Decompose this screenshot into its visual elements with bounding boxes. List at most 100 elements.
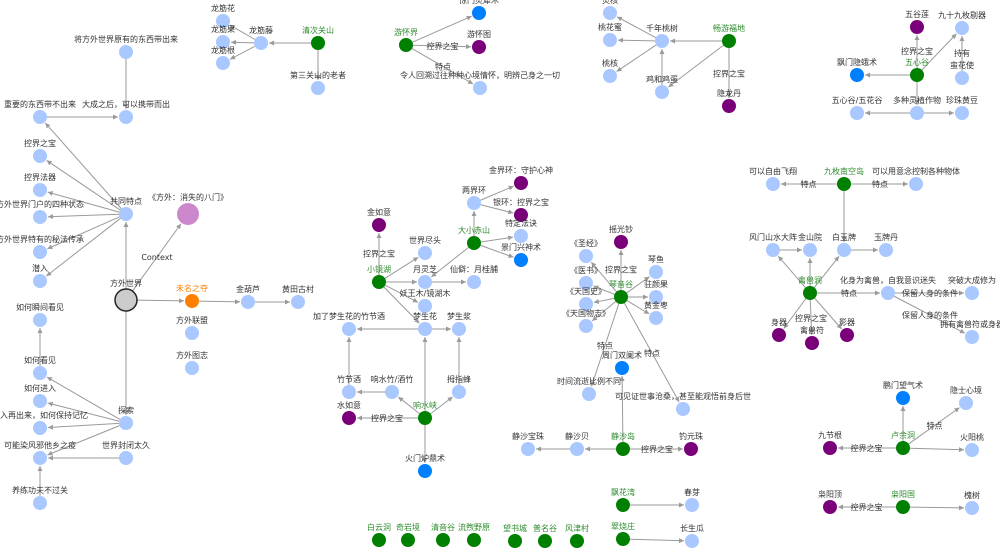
graph-node-qingyin[interactable]: 清音谷 <box>431 522 455 547</box>
graph-node-disease[interactable]: 可能染风邪他乡之疫 <box>4 440 76 465</box>
graph-node-yinhuan[interactable]: 银环：控界之宝 <box>493 197 549 222</box>
node-circle-treasure[interactable] <box>722 99 736 113</box>
graph-node-elder[interactable]: 第三关山的老者 <box>290 70 346 95</box>
graph-node-sneak[interactable]: 潜入 <box>32 263 48 288</box>
node-circle-concept[interactable] <box>603 33 617 47</box>
node-circle-entity[interactable] <box>616 442 630 456</box>
node-circle-concept[interactable] <box>850 106 864 120</box>
node-circle-concept[interactable] <box>766 243 780 257</box>
node-circle-concept[interactable] <box>418 275 432 289</box>
node-circle-treasure[interactable] <box>772 328 786 342</box>
node-circle-concept[interactable] <box>185 361 199 375</box>
graph-node-xiaojing[interactable]: 小镜湖 <box>367 264 391 289</box>
graph-node-tianguowu[interactable]: 《天国物志》 <box>562 308 610 333</box>
node-circle-entity[interactable] <box>614 290 628 304</box>
node-circle-skill[interactable] <box>615 361 629 375</box>
node-circle-concept[interactable] <box>385 385 399 399</box>
node-circle-concept[interactable] <box>582 387 596 401</box>
graph-node-baiyun[interactable]: 白云洞 <box>367 522 391 547</box>
node-circle-concept[interactable] <box>216 35 230 49</box>
graph-node-shijie[interactable]: 世界尽头 <box>409 235 441 260</box>
node-circle-entity[interactable] <box>896 500 910 514</box>
node-circle-concept[interactable] <box>33 183 47 197</box>
node-circle-concept[interactable] <box>467 196 481 210</box>
graph-node-kejian[interactable]: 可见证世事沧桑，甚至能观悟前身后世 <box>615 391 751 416</box>
graph-node-taohe[interactable]: 桃核 <box>602 58 618 83</box>
graph-node-mind[interactable]: 可以用意念控制各种物体 <box>872 166 960 191</box>
graph-node-bring-orig[interactable]: 将方外世界原有的东西带出来 <box>74 34 178 59</box>
graph-node-jinhulu[interactable]: 金葫芦 <box>236 284 260 309</box>
graph-node-taohua[interactable]: 桃花蜜 <box>598 22 622 47</box>
graph-node-jingmen-qi[interactable]: 鹏门望气术 <box>883 380 923 405</box>
graph-node-liangjie[interactable]: 两界环 <box>462 186 486 210</box>
node-circle-entity[interactable] <box>803 286 817 300</box>
node-circle-concept[interactable] <box>291 295 305 309</box>
node-circle-concept[interactable] <box>119 45 133 59</box>
node-circle-concept[interactable] <box>570 442 584 456</box>
graph-node-explore[interactable]: 探索 <box>118 405 134 430</box>
graph-node-yh-feat[interactable]: 令人回溯过往种种心境情怀，明辨己身之一切 <box>400 70 560 95</box>
node-circle-concept[interactable] <box>33 394 47 408</box>
node-circle-treasure[interactable] <box>514 208 528 222</box>
graph-node-yinlong[interactable]: 隐龙丹 <box>717 88 741 113</box>
node-circle-skill[interactable] <box>418 464 432 478</box>
graph-node-fengjin[interactable]: 风津村 <box>565 523 589 548</box>
graph-node-qinyu[interactable]: 琴鱼 <box>648 254 664 279</box>
graph-node-wangshu[interactable]: 望书城 <box>503 523 527 548</box>
node-circle-treasure[interactable] <box>823 441 837 455</box>
node-circle-concept[interactable] <box>910 106 924 120</box>
node-circle-concept[interactable] <box>33 110 47 124</box>
node-circle-concept[interactable] <box>881 286 895 300</box>
node-circle-concept[interactable] <box>119 416 133 430</box>
graph-node-xsz[interactable]: 响水竹/酒竹 <box>371 374 414 399</box>
graph-node-yongyou[interactable]: 拥有禽兽符或身器 <box>940 319 1000 344</box>
graph-node-qsfu[interactable]: 禽兽符 <box>800 325 824 350</box>
node-circle-entity[interactable] <box>401 533 415 547</box>
node-circle-concept[interactable] <box>655 34 669 48</box>
node-circle-entity[interactable] <box>896 441 910 455</box>
graph-node-yupaidan[interactable]: 玉牌丹 <box>874 232 898 257</box>
node-circle-concept[interactable] <box>514 229 528 243</box>
graph-node-huangjin[interactable]: 黄金枣 <box>644 300 668 325</box>
graph-node-jinrumeng[interactable]: 金如意 <box>367 207 391 232</box>
node-circle-treasure[interactable] <box>805 336 819 350</box>
graph-node-training[interactable]: 养练功夫不过关 <box>12 485 68 510</box>
node-circle-concept[interactable] <box>965 286 979 300</box>
node-circle-concept[interactable] <box>33 451 47 465</box>
graph-node-secret[interactable]: 方外世界特有的秘法传承 <box>0 234 84 259</box>
node-circle-concept[interactable] <box>33 421 47 435</box>
graph-node-fly[interactable]: 可以自由飞翔 <box>749 166 797 191</box>
graph-node-yh-skill[interactable]: 惊门灵犀术 <box>459 0 499 20</box>
graph-node-huaishu[interactable]: 槐树 <box>964 490 980 515</box>
node-circle-treasure[interactable] <box>684 442 698 456</box>
graph-node-yinshi[interactable]: 隐士心境 <box>950 385 982 410</box>
node-circle-concept[interactable] <box>216 14 230 28</box>
graph-node-shenqi[interactable]: 身器 <box>771 317 787 342</box>
node-circle-concept[interactable] <box>685 534 699 548</box>
graph-node-qingci[interactable]: 清次关山 <box>302 25 334 50</box>
node-circle-concept[interactable] <box>33 210 47 224</box>
node-circle-root[interactable] <box>114 288 138 312</box>
graph-node-piaohua[interactable]: 飘花湾 <box>611 487 635 512</box>
node-circle-concept[interactable] <box>119 451 133 465</box>
graph-node-yuelingzhi[interactable]: 月灵芝 <box>413 264 437 289</box>
graph-node-four-states[interactable]: 方外世界门户的四种状态 <box>0 199 84 224</box>
graph-node-enter[interactable]: 如何进入 <box>24 383 56 408</box>
node-circle-concept[interactable] <box>33 149 47 163</box>
node-circle-treasure[interactable] <box>514 176 528 190</box>
graph-node-linghe[interactable]: 灵核 <box>602 0 618 20</box>
node-circle-book[interactable] <box>177 203 199 225</box>
node-circle-entity[interactable] <box>570 534 584 548</box>
node-circle-skill[interactable] <box>514 253 528 267</box>
graph-node-jinshan[interactable]: 金山院 <box>798 232 822 257</box>
graph-node-manhua[interactable]: 蛮花使 <box>950 60 974 85</box>
node-circle-skill[interactable] <box>896 391 910 405</box>
node-circle-concept[interactable] <box>33 313 47 327</box>
graph-node-piaomen[interactable]: 飘门隐蛾术 <box>837 57 877 82</box>
graph-node-baiyupai[interactable]: 白玉牌 <box>832 232 856 257</box>
node-circle-concept[interactable] <box>241 295 255 309</box>
node-circle-entity[interactable] <box>311 36 325 50</box>
node-circle-skill[interactable] <box>472 6 486 20</box>
node-circle-skill[interactable] <box>850 68 864 82</box>
node-circle-concept[interactable] <box>216 56 230 70</box>
